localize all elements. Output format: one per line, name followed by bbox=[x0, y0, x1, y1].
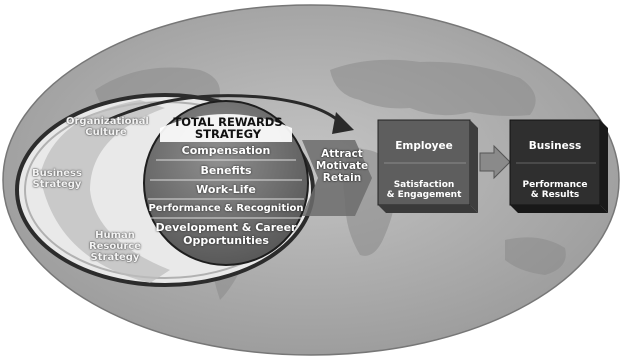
strategy-title-cap bbox=[160, 114, 292, 142]
human-resource-strategy-label: Human Resource Strategy bbox=[88, 230, 142, 263]
employee-box-subtitle: Satisfaction & Engagement bbox=[378, 180, 470, 200]
business-box-shape bbox=[509, 119, 608, 213]
total-rewards-title-line1: TOTAL REWARDS bbox=[173, 115, 283, 129]
employee-box-shape bbox=[377, 119, 478, 213]
outcome-verbs: Attract Motivate Retain bbox=[312, 148, 372, 184]
attract-arrow-band bbox=[302, 140, 372, 216]
business-strategy-label: Business Strategy bbox=[32, 168, 82, 190]
reward-item-development-career: Development & Career bbox=[155, 221, 297, 234]
flow-arc-arrow bbox=[107, 94, 342, 124]
employee-sub-line2: & Engagement bbox=[386, 190, 462, 200]
business-sub-line1: Performance bbox=[522, 180, 588, 190]
employee-to-business-arrow bbox=[479, 144, 511, 180]
flow-arc-arrowhead bbox=[332, 112, 354, 134]
total-rewards-title-line2: STRATEGY bbox=[194, 127, 262, 141]
reward-item-opportunities: Opportunities bbox=[183, 234, 269, 247]
business-sub-line2: & Results bbox=[530, 190, 580, 200]
employee-box-title: Employee bbox=[395, 140, 453, 152]
reward-item-benefits: Benefits bbox=[200, 164, 252, 177]
reward-item-performance-recognition: Performance & Recognition bbox=[148, 203, 304, 214]
business-box-subtitle: Performance & Results bbox=[510, 180, 600, 200]
verb-attract: Attract bbox=[321, 148, 363, 160]
total-rewards-title: TOTAL REWARDS STRATEGY bbox=[158, 116, 298, 140]
reward-item-compensation: Compensation bbox=[181, 144, 271, 157]
reward-item-work-life: Work-Life bbox=[196, 183, 256, 196]
strategy-row-lines bbox=[148, 159, 304, 219]
business-box-title: Business bbox=[528, 140, 582, 152]
context-band bbox=[40, 100, 170, 283]
verb-motivate: Motivate bbox=[315, 160, 369, 172]
organizational-culture-label: Organizational Culture bbox=[66, 116, 149, 138]
employee-sub-line1: Satisfaction bbox=[393, 180, 455, 190]
verb-retain: Retain bbox=[322, 172, 362, 184]
